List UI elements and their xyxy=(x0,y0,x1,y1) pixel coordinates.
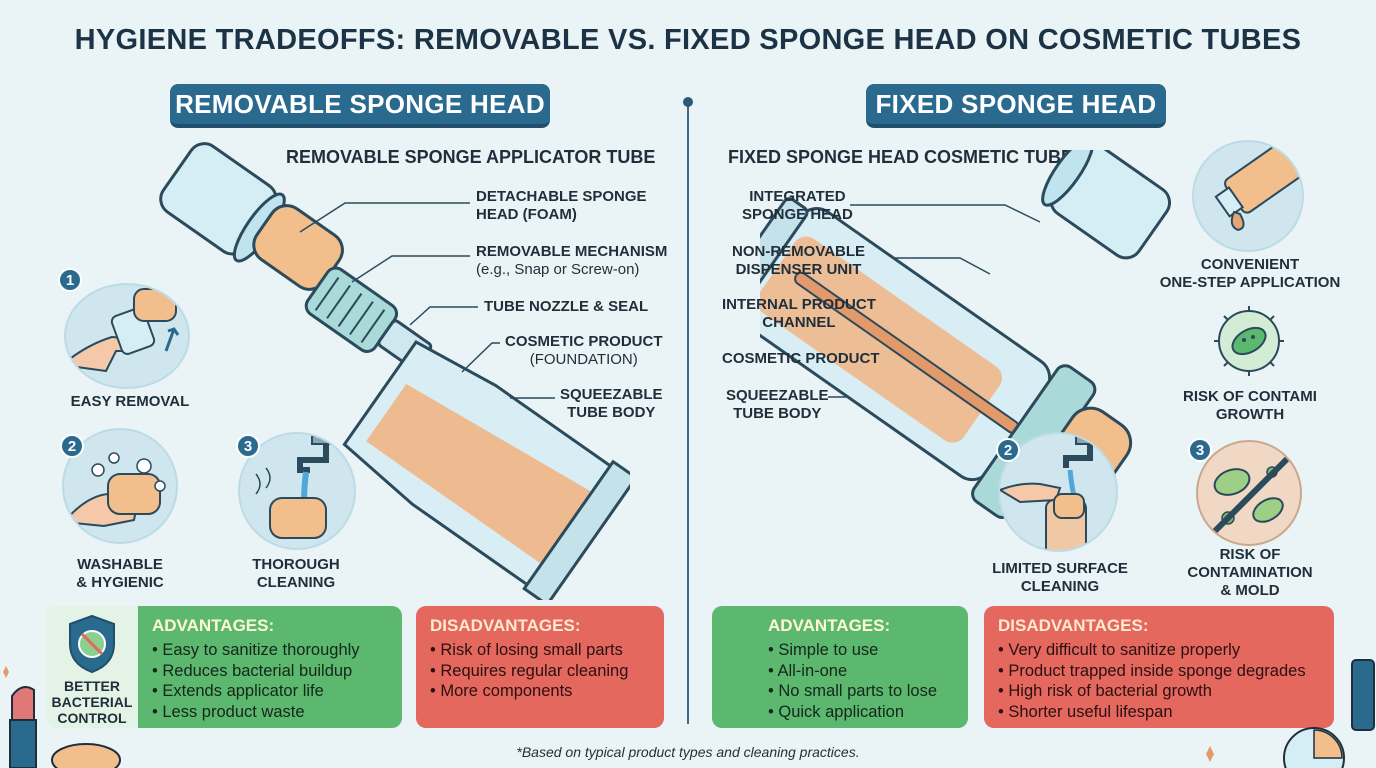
callout-non-removable-dispenser: NON-REMOVABLE DISPENSER UNIT xyxy=(732,243,866,278)
better-bacterial-control-badge: BETTER BACTERIAL CONTROL xyxy=(46,606,138,728)
list-item: • Extends applicator life xyxy=(152,682,324,700)
left-section-header: REMOVABLE SPONGE HEAD xyxy=(170,84,550,128)
list-item: • Reduces bacterial buildup xyxy=(152,661,353,680)
step-badge-2: 2 xyxy=(60,434,84,458)
step-limited-cleaning-illustration xyxy=(998,432,1118,552)
decorative-compact-icon xyxy=(1206,659,1375,768)
list-item: • More components xyxy=(430,682,573,700)
left-subtitle: REMOVABLE SPONGE APPLICATOR TUBE xyxy=(286,147,656,167)
right-disadvantages-panel: DISADVANTAGES: • Very difficult to sanit… xyxy=(984,606,1334,728)
page-title: HYGIENE TRADEOFFS: REMOVABLE VS. FIXED S… xyxy=(74,24,1302,56)
callout-cosmetic-product: COSMETIC PRODUCT (FOUNDATION) xyxy=(505,333,663,368)
step-badge-right-3: 3 xyxy=(1188,438,1212,462)
list-item: • Less product waste xyxy=(152,702,305,721)
step-badge-3: 3 xyxy=(236,434,260,458)
bacteria-icon xyxy=(1212,304,1286,378)
divider-dot xyxy=(683,97,693,107)
list-item: • No small parts to lose xyxy=(768,682,938,700)
callout-right-cosmetic-product: COSMETIC PRODUCT xyxy=(722,350,880,367)
footnote: *Based on typical product types and clea… xyxy=(516,744,860,760)
step-limited-cleaning-label: LIMITED SURFACE CLEANING xyxy=(992,560,1128,595)
step-badge-right-2: 2 xyxy=(996,438,1020,462)
right-section-header: FIXED SPONGE HEAD xyxy=(866,84,1166,128)
list-item: • Very difficult to sanitize properly xyxy=(998,641,1241,659)
callout-detachable-sponge: DETACHABLE SPONGE HEAD (FOAM) xyxy=(476,188,647,223)
step-washable-label: WASHABLE & HYGIENIC xyxy=(76,556,164,591)
right-subtitle: FIXED SPONGE HEAD COSMETIC TUBE xyxy=(728,147,1074,167)
list-item: • High risk of bacterial growth xyxy=(998,682,1212,700)
list-item: • Risk of losing small parts xyxy=(430,641,623,659)
shield-icon xyxy=(69,614,115,674)
callout-internal-channel: INTERNAL PRODUCT CHANNEL xyxy=(722,296,876,331)
list-item: • Requires regular cleaning xyxy=(430,661,629,680)
convenient-application-label: CONVENIENT ONE-STEP APPLICATION xyxy=(1159,256,1341,291)
step-badge-1: 1 xyxy=(58,268,82,292)
callout-right-squeezable-body: SQUEEZABLE TUBE BODY xyxy=(726,387,829,422)
step-easy-removal-label: EASY REMOVAL xyxy=(70,393,190,410)
risk-contamination-mold-label: RISK OF CONTAMINATION & MOLD xyxy=(1187,546,1313,599)
list-item: • Simple to use xyxy=(768,641,879,659)
list-item: • All-in-one xyxy=(768,661,848,680)
callout-squeezable-body: SQUEEZABLE TUBE BODY xyxy=(560,386,663,421)
list-item: • Shorter useful lifespan xyxy=(998,702,1173,721)
removable-tube-illustration xyxy=(159,142,630,600)
left-disadvantages-panel: DISADVANTAGES: • Risk of losing small pa… xyxy=(416,606,664,728)
list-item: • Quick application xyxy=(768,702,905,721)
callout-tube-nozzle: TUBE NOZZLE & SEAL xyxy=(484,298,649,315)
list-item: • Product trapped inside sponge degrades xyxy=(998,661,1306,680)
step-easy-removal-illustration xyxy=(64,283,190,389)
contamination-mold-illustration xyxy=(1196,440,1302,546)
left-advantages-panel: ADVANTAGES: • Easy to sanitize thoroughl… xyxy=(138,606,402,728)
convenient-application-illustration xyxy=(1192,140,1304,252)
risk-growth-label: RISK OF CONTAMI GROWTH xyxy=(1183,388,1317,423)
callout-removable-mechanism: REMOVABLE MECHANISM (e.g., Snap or Screw… xyxy=(476,243,668,278)
step-thorough-cleaning-label: THOROUGH CLEANING xyxy=(252,556,340,591)
center-divider xyxy=(687,104,689,724)
right-advantages-panel: ADVANTAGES: • Simple to use • All-in-one… xyxy=(712,606,968,728)
callout-integrated-sponge: INTEGRATED SPONGE HEAD xyxy=(742,188,853,223)
decorative-lipstick-icon xyxy=(3,666,121,768)
list-item: • Easy to sanitize thoroughly xyxy=(152,641,360,659)
